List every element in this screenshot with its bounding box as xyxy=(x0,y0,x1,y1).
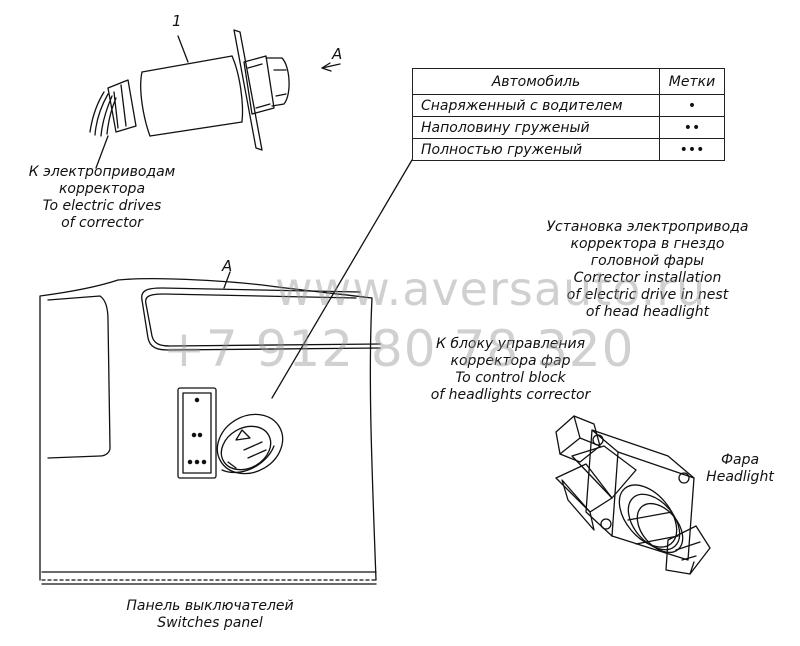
switches-panel xyxy=(39,271,381,585)
label-line: корректора в гнездо xyxy=(570,236,725,252)
label-line: К электроприводам xyxy=(28,164,176,180)
label-line: корректора фар xyxy=(450,353,571,369)
row-mark: • xyxy=(659,94,725,117)
label-line: Corrector installation xyxy=(573,270,722,286)
label-line: To electric drives xyxy=(42,198,162,214)
load-marks-table: Автомобиль Метки Снаряженный с водителем… xyxy=(412,68,725,161)
header-vehicle: Автомобиль xyxy=(412,68,660,95)
label-line: корректора xyxy=(58,181,146,197)
row-vehicle: Снаряженный с водителем xyxy=(412,94,660,117)
label-line: of electric drive in nest xyxy=(566,287,729,303)
switches-panel-label: Панель выключателей Switches panel xyxy=(110,598,310,632)
table-leader-line xyxy=(271,159,413,399)
label-line: Switches panel xyxy=(157,615,263,631)
table-row: Наполовину груженый •• xyxy=(412,116,725,139)
label-line: To control block xyxy=(455,370,566,386)
label-line: of headlights corrector xyxy=(430,387,591,403)
label-line: Фара xyxy=(720,452,760,468)
label-line: К блоку управления xyxy=(435,336,586,352)
electric-drives-label: К электроприводам корректора To electric… xyxy=(12,164,192,232)
electric-drive-actuator xyxy=(89,29,341,169)
installation-label: Установка электропривода корректора в гн… xyxy=(530,219,765,321)
header-marks: Метки xyxy=(659,68,725,95)
label-line: Установка электропривода xyxy=(546,219,749,235)
table-row: Полностью груженый ••• xyxy=(412,138,725,161)
label-line: Headlight xyxy=(706,469,774,485)
view-a-label-panel: A xyxy=(222,257,233,275)
headlight-assembly xyxy=(555,415,711,575)
view-a-label-top: A xyxy=(332,45,343,63)
label-line: of head headlight xyxy=(585,304,710,320)
row-mark: ••• xyxy=(659,138,725,161)
label-line: of corrector xyxy=(61,215,143,231)
row-vehicle: Наполовину груженый xyxy=(412,116,660,139)
control-block-label: К блоку управления корректора фар To con… xyxy=(418,336,603,404)
item-number-callout: 1 xyxy=(172,12,182,30)
headlight-label: Фара Headlight xyxy=(700,452,780,486)
label-line: головной фары xyxy=(590,253,705,269)
row-vehicle: Полностью груженый xyxy=(412,138,660,161)
label-line: Панель выключателей xyxy=(126,598,294,614)
row-mark: •• xyxy=(659,116,725,139)
table-row: Снаряженный с водителем • xyxy=(412,94,725,117)
table-header-row: Автомобиль Метки xyxy=(412,68,725,95)
